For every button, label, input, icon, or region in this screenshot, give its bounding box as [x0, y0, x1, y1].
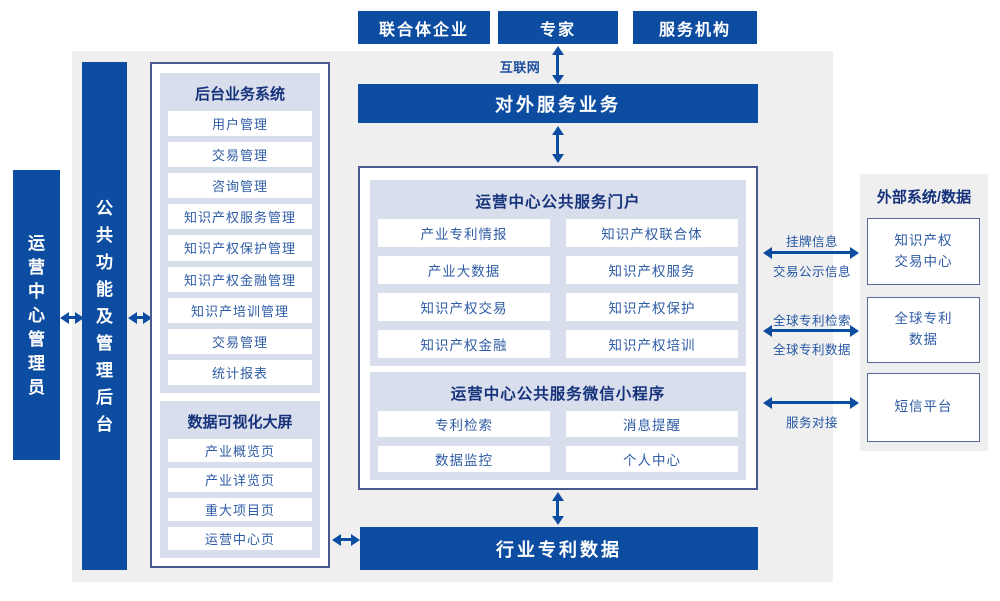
- portal-panel: 运营中心公共服务门户 产业专利情报知识产权联合体产业大数据知识产权服务知识产权交…: [370, 180, 746, 366]
- portal-feature-box: 知识产权交易: [378, 293, 550, 321]
- global-patent-arrow: [772, 329, 850, 332]
- backend-system-list: 用户管理交易管理咨询管理知识产权服务管理知识产权保护管理知识产权金融管理知识产培…: [168, 111, 312, 385]
- backend-module-box: 咨询管理: [168, 173, 312, 199]
- trade-publicity-label: 交易公示信息: [772, 265, 851, 279]
- miniprogram-feature-box: 消息提醒: [566, 411, 738, 437]
- portal-feature-box: 知识产权保护: [566, 293, 738, 321]
- backend-module-box: 交易管理: [168, 328, 312, 354]
- miniprogram-title: 运营中心公共服务微信小程序: [450, 386, 666, 403]
- portal-title: 运营中心公共服务门户: [475, 194, 641, 211]
- global-patent-search-label: 全球专利检索: [772, 314, 851, 328]
- sms-arrow: [772, 401, 850, 404]
- portal-link-arrow: [556, 135, 559, 154]
- backend-module-box: 知识产权服务管理: [168, 204, 312, 230]
- external-service-bar: 对外服务业务: [358, 84, 758, 123]
- industry-patent-data-bar: 行业专利数据: [360, 527, 758, 570]
- backend-system-title: 后台业务系统: [194, 86, 285, 103]
- actor-agency-box: 服务机构: [633, 11, 757, 44]
- backend-module-box: 知识产权金融管理: [168, 266, 312, 292]
- portal-feature-box: 知识产权培训: [566, 330, 738, 358]
- backend-module-box: 用户管理: [168, 111, 312, 137]
- vertical-char: 员: [28, 377, 45, 397]
- portal-feature-box: 知识产权金融: [378, 330, 550, 358]
- ip-trade-center-box: 知识产权 交易中心: [867, 218, 980, 285]
- industry-data-arrow: [556, 501, 559, 516]
- miniprogram-feature-box: 个人中心: [566, 446, 738, 472]
- vertical-char: 管: [96, 333, 113, 353]
- backend-functions-rail: 公共功能及管理后台: [82, 62, 127, 570]
- portal-feature-box: 知识产权联合体: [566, 219, 738, 247]
- dashboard-page-box: 产业概览页: [168, 439, 312, 463]
- vertical-char: 营: [28, 257, 45, 277]
- backend-system-panel: 后台业务系统 用户管理交易管理咨询管理知识产权服务管理知识产权保护管理知识产权金…: [160, 73, 320, 393]
- external-systems-title: 外部系统/数据: [876, 189, 972, 206]
- service-connect-label: 服务对接: [785, 416, 838, 430]
- dashboard-list: 产业概览页产业详览页重大项目页运营中心页: [168, 439, 312, 550]
- vertical-char: 公: [96, 198, 113, 218]
- portal-feature-box: 产业大数据: [378, 256, 550, 284]
- dashboard-page-box: 产业详览页: [168, 468, 312, 492]
- backend-container: 后台业务系统 用户管理交易管理咨询管理知识产权服务管理知识产权保护管理知识产权金…: [150, 62, 330, 568]
- miniprogram-feature-box: 数据监控: [378, 446, 550, 472]
- vertical-char: 后: [96, 387, 113, 407]
- admin-backend-arrow: [69, 316, 75, 319]
- internet-label: 互联网: [499, 60, 541, 75]
- vertical-char: 理: [28, 353, 45, 373]
- dashboard-industry-arrow: [341, 538, 351, 541]
- portal-grid: 产业专利情报知识产权联合体产业大数据知识产权服务知识产权交易知识产权保护知识产权…: [378, 219, 738, 358]
- internet-arrow: [556, 55, 559, 75]
- vertical-char: 及: [96, 306, 113, 326]
- vertical-char: 能: [96, 279, 113, 299]
- backend-module-box: 知识产权保护管理: [168, 235, 312, 261]
- miniprogram-panel: 运营中心公共服务微信小程序 专利检索消息提醒数据监控个人中心: [370, 372, 746, 480]
- dashboard-panel: 数据可视化大屏 产业概览页产业详览页重大项目页运营中心页: [160, 401, 320, 558]
- public-service-container: 运营中心公共服务门户 产业专利情报知识产权联合体产业大数据知识产权服务知识产权交…: [358, 166, 758, 490]
- backend-module-box: 统计报表: [168, 359, 312, 385]
- dashboard-page-box: 运营中心页: [168, 526, 312, 550]
- vertical-char: 管: [28, 329, 45, 349]
- listing-info-label: 挂牌信息: [785, 235, 838, 249]
- vertical-char: 共: [96, 225, 113, 245]
- dashboard-page-box: 重大项目页: [168, 497, 312, 521]
- vertical-char: 运: [28, 233, 45, 253]
- vertical-char: 台: [96, 414, 113, 434]
- actor-consortium-box: 联合体企业: [358, 11, 490, 44]
- actor-expert-box: 专家: [498, 11, 618, 44]
- trade-center-arrow: [772, 251, 850, 254]
- global-patent-data-box: 全球专利 数据: [867, 297, 980, 363]
- sms-platform-box: 短信平台: [867, 373, 980, 442]
- portal-feature-box: 产业专利情报: [378, 219, 550, 247]
- backend-panel-arrow: [137, 316, 143, 319]
- operations-admin-rail: 运营中心管理员: [13, 170, 60, 460]
- vertical-char: 中: [28, 281, 45, 301]
- global-patent-data-label: 全球专利数据: [772, 343, 851, 357]
- vertical-char: 理: [96, 360, 113, 380]
- vertical-char: 功: [96, 252, 113, 272]
- miniprogram-grid: 专利检索消息提醒数据监控个人中心: [378, 411, 738, 472]
- miniprogram-feature-box: 专利检索: [378, 411, 550, 437]
- backend-module-box: 知识产培训管理: [168, 297, 312, 323]
- dashboard-title: 数据可视化大屏: [187, 414, 293, 431]
- portal-feature-box: 知识产权服务: [566, 256, 738, 284]
- vertical-char: 心: [28, 305, 45, 325]
- backend-module-box: 交易管理: [168, 142, 312, 168]
